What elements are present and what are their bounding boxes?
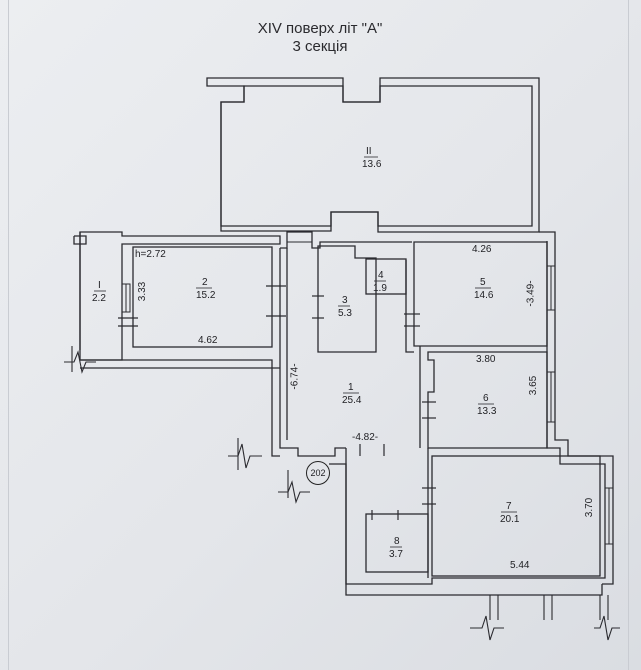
room-6-area: 13.3 (477, 406, 497, 417)
sheet-fold-line (8, 0, 9, 670)
room-II-inner (220, 85, 533, 227)
room-2-area: 15.2 (196, 290, 216, 301)
outer-wall (329, 241, 606, 585)
room-II-number: II (366, 146, 372, 157)
room-5-number: 5 (480, 277, 486, 288)
room-8-area: 3.7 (389, 549, 403, 560)
section-title: 3 секція (292, 38, 348, 55)
room-1-area: 25.4 (342, 395, 362, 406)
room-2-number: 2 (202, 277, 208, 288)
room-3-outline (317, 245, 377, 353)
dim-room-6-height: 3.65 (528, 375, 540, 396)
dim-room-1-width: -4.82- (352, 432, 379, 443)
room-2-outline (132, 246, 273, 348)
break-symbol (278, 480, 310, 504)
room-5-wall (405, 260, 414, 353)
dim-room-5-width: 4.26 (472, 244, 492, 255)
break-symbol (470, 615, 504, 641)
room-7-area: 20.1 (500, 514, 520, 525)
room-7-outline (431, 455, 601, 577)
left-wall (73, 235, 87, 245)
ceiling-height: h=2.72 (135, 249, 166, 260)
room-5-outline (413, 241, 548, 347)
apartment-number-badge: 202 (306, 461, 330, 485)
room-3-number: 3 (342, 295, 348, 306)
room-II-area: 13.6 (362, 159, 382, 170)
dim-room-7-width: 5.44 (510, 560, 530, 571)
dim-room-7-height: 3.70 (584, 497, 596, 518)
dim-corridor-length: -6.74- (289, 363, 301, 390)
dim-room-2-width: 4.62 (198, 335, 218, 346)
room-8-number: 8 (394, 536, 400, 547)
corridor-wall (279, 248, 346, 457)
room-1-number: 1 (348, 382, 354, 393)
outer-wall (539, 231, 614, 585)
room-7-number: 7 (506, 501, 512, 512)
dim-room-6-width: 3.80 (476, 354, 496, 365)
sheet-fold-line (628, 0, 629, 670)
outer-wall (345, 470, 603, 596)
room-I-area: 2.2 (92, 293, 106, 304)
dim-room-2-height: 3.33 (137, 281, 149, 302)
dim-room-5-height: -3.49- (525, 280, 537, 307)
window (286, 231, 313, 243)
room-I-number: I (98, 280, 101, 291)
room-II-outline (206, 77, 540, 233)
room-4-area: 1.9 (373, 283, 387, 294)
break-symbol (228, 443, 262, 469)
room-4-number: 4 (378, 270, 384, 281)
room-3-area: 5.3 (338, 308, 352, 319)
room-6-number: 6 (483, 393, 489, 404)
room-I-outline (79, 231, 281, 361)
floor-title: XIV поверх літ "А" (257, 20, 383, 37)
break-symbol (594, 615, 620, 641)
room-5-area: 14.6 (474, 290, 494, 301)
left-wall (80, 359, 280, 457)
